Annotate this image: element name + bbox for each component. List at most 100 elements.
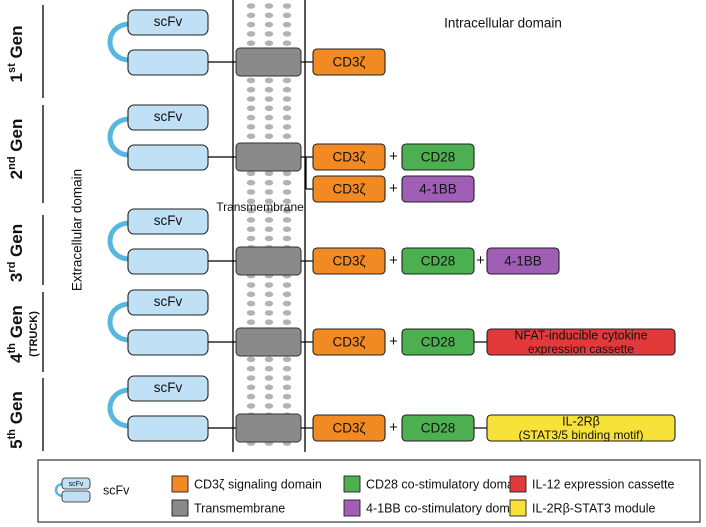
lipid-head [264, 198, 274, 205]
scfv-linker [107, 301, 131, 343]
legend-item-label: 4-1BB co-stimulatory domain [366, 501, 527, 515]
lipid-head [246, 77, 256, 84]
lipid-head [246, 235, 256, 242]
lipid-head [246, 12, 256, 19]
lipid-head [282, 226, 292, 232]
lipid-head [246, 226, 256, 232]
transmembrane-block [235, 327, 302, 357]
lipid-head [282, 105, 292, 112]
lipid-head [282, 3, 292, 9]
lipid-head [246, 133, 256, 139]
lipid-head [264, 179, 274, 186]
lipid-head [282, 21, 292, 28]
lipid-head [246, 217, 256, 223]
transmembrane-block [235, 47, 302, 77]
lipid-head [246, 114, 256, 121]
scfv-label: scFv [154, 109, 183, 124]
domain-cd28 [401, 143, 475, 171]
lipid-head [264, 96, 274, 102]
lipid-head [282, 40, 292, 46]
lipid-head [282, 133, 292, 139]
lipid-head [282, 179, 292, 186]
generation-label: 1st Gen [6, 25, 27, 82]
domain-cd28 [401, 247, 475, 275]
scfv-linker [107, 116, 131, 158]
transmembrane-block [235, 246, 302, 276]
lipid-head [264, 31, 274, 37]
generation-sublabel: (TRUCK) [28, 311, 40, 357]
domain-label: CD28 [421, 335, 456, 350]
lipid-head [264, 319, 274, 326]
domain-label: CD3ζ [333, 182, 366, 197]
lipid-head [246, 403, 256, 409]
lipid-head [246, 189, 256, 195]
lipid-head [264, 21, 274, 28]
domain-cd3z [312, 247, 386, 275]
lipid-head [246, 3, 256, 9]
lipid-head [282, 96, 292, 102]
legend-swatch [171, 499, 189, 517]
domain-bb41 [486, 247, 560, 275]
lipid-head [282, 207, 292, 214]
lipid-head [282, 300, 292, 307]
lipid-head [246, 300, 256, 307]
lipid-head [282, 31, 292, 37]
lipid-head [264, 217, 274, 223]
lipid-head [264, 375, 274, 381]
lipid-head [246, 198, 256, 205]
legend-scfv-label: scFv [103, 483, 130, 497]
scfv-label: scFv [154, 213, 183, 228]
lipid-head [264, 207, 274, 214]
domain-label: NFAT-inducible cytokine [514, 328, 647, 342]
legend-swatch [171, 475, 189, 493]
legend-item-label: Transmembrane [194, 501, 285, 515]
legend-box [37, 459, 701, 523]
lipid-head [264, 235, 274, 242]
lipid-head [246, 365, 256, 372]
scfv-linker [107, 387, 131, 429]
lipid-head [246, 179, 256, 186]
lipid-head [282, 291, 292, 298]
legend-swatch [343, 499, 361, 517]
plus-sign: + [389, 180, 398, 197]
domain-bb41 [401, 175, 475, 203]
lipid-head [282, 403, 292, 409]
lipid-head [246, 356, 256, 363]
lipid-head [246, 21, 256, 28]
lipid-head [246, 86, 256, 93]
scfv-light-chain [127, 144, 209, 171]
lipid-head [264, 105, 274, 112]
scfv-heavy-chain [127, 289, 209, 316]
lipid-head [282, 235, 292, 242]
lipid-head [264, 77, 274, 84]
lipid-head [246, 291, 256, 298]
lipid-head [264, 86, 274, 93]
lipid-head [282, 198, 292, 205]
lipid-head [282, 319, 292, 326]
legend-scfv-linker [54, 482, 63, 498]
scfv-heavy-chain [127, 208, 209, 235]
generation-label: 2nd Gen [6, 119, 27, 180]
domain-label: CD3ζ [333, 254, 366, 269]
lipid-head [282, 384, 292, 391]
lipid-head [282, 114, 292, 121]
lipid-head [264, 291, 274, 298]
scfv-light-chain [127, 49, 209, 76]
legend-swatch [343, 475, 361, 493]
lipid-head [246, 105, 256, 112]
lipid-head [264, 226, 274, 232]
lipid-head [282, 393, 292, 400]
lipid-head [246, 384, 256, 391]
domain-label: (STAT3/5 binding motif) [519, 428, 644, 442]
domain-label: CD28 [421, 421, 456, 436]
lipid-head [246, 31, 256, 37]
scfv-label: scFv [154, 380, 183, 395]
scfv-label: scFv [154, 14, 183, 29]
domain-il12 [486, 328, 676, 356]
domain-label: CD3ζ [333, 335, 366, 350]
lipid-head [282, 375, 292, 381]
